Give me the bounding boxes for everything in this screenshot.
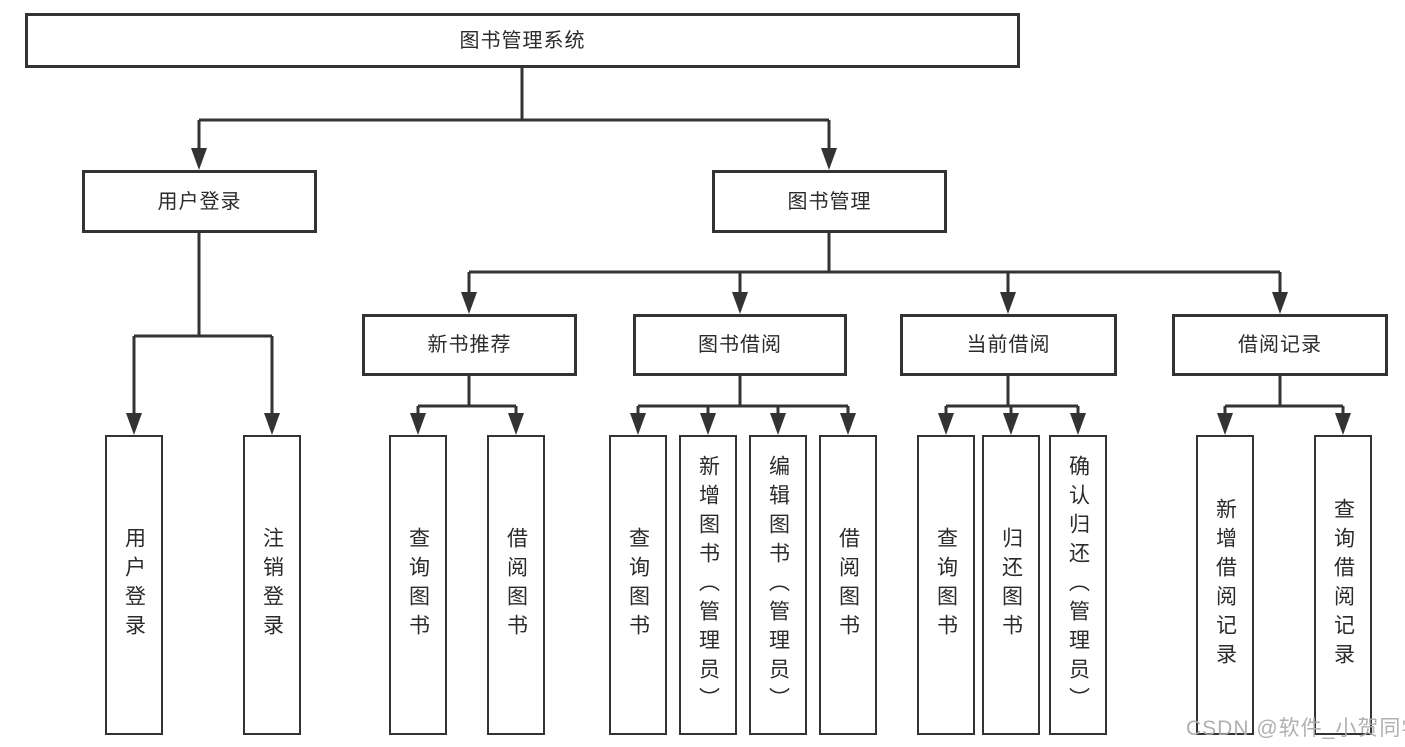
node-records-add-borrow-record: 新增借阅记录	[1196, 435, 1254, 735]
node-book-management: 图书管理	[712, 170, 947, 233]
node-current-query-book: 查询图书	[917, 435, 975, 735]
node-borrowing-query-book: 查询图书	[609, 435, 667, 735]
node-current-confirm-return-admin: 确认归还（管理员）	[1049, 435, 1107, 735]
node-current-return-book: 归还图书	[982, 435, 1040, 735]
node-user-login: 用户登录	[82, 170, 317, 233]
node-current-borrowing: 当前借阅	[900, 314, 1117, 376]
node-borrowing-records: 借阅记录	[1172, 314, 1388, 376]
node-borrowing-edit-book-admin: 编辑图书（管理员）	[749, 435, 807, 735]
node-borrowing-add-book-admin: 新增图书（管理员）	[679, 435, 737, 735]
arrowheads	[126, 148, 1351, 435]
node-book-borrowing: 图书借阅	[633, 314, 847, 376]
node-logout-action: 注销登录	[243, 435, 301, 735]
watermark: CSDN @软件_小贺同学	[1186, 717, 1405, 740]
node-new-book-recommendation: 新书推荐	[362, 314, 577, 376]
node-user-login-action: 用户登录	[105, 435, 163, 735]
node-recommend-query-book: 查询图书	[389, 435, 447, 735]
node-records-query-borrow-record: 查询借阅记录	[1314, 435, 1372, 735]
node-borrowing-borrow-book: 借阅图书	[819, 435, 877, 735]
node-library-management-system: 图书管理系统	[25, 13, 1020, 68]
node-recommend-borrow-book: 借阅图书	[487, 435, 545, 735]
